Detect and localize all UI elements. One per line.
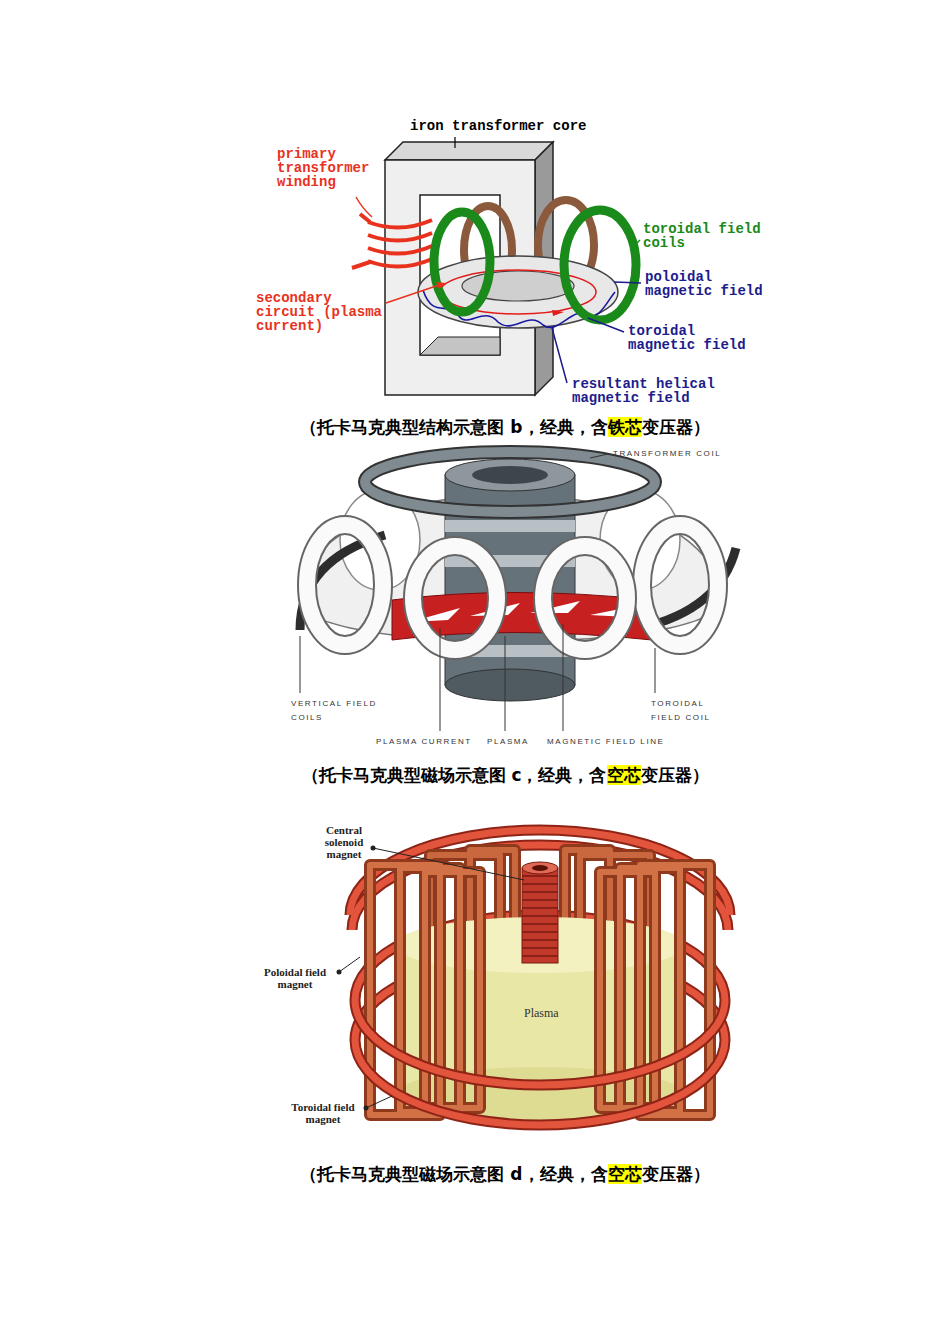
current-arrowhead [552, 310, 564, 316]
toroidal-field-coil [413, 546, 497, 650]
part-label: toroidal field coils [643, 222, 765, 250]
part-label: resultant helical magnetic field [572, 377, 722, 405]
leader-line [630, 240, 640, 250]
transformer-coil-front [365, 482, 655, 512]
leader-line [588, 318, 624, 332]
column-band [445, 520, 575, 532]
caption-text: （托卡马克典型结构示意图 b，经典，含 [300, 417, 607, 437]
toroidal-field-coil [543, 546, 627, 650]
caption-text: （托卡马克典型磁场示意图 c，经典，含 [302, 765, 607, 785]
figure-c [300, 452, 736, 731]
toroidal-coils-side [370, 865, 710, 1115]
toroidal-field-coil [642, 525, 718, 645]
current-arrows [410, 601, 640, 622]
leader-line [552, 328, 567, 383]
poloidal-ring-front [355, 1000, 725, 1125]
part-label: PLASMA CURRENT [376, 735, 472, 749]
toroidal-field-coil [413, 546, 497, 650]
part-label: Toroidal field magnet [278, 1101, 368, 1125]
figure-b [352, 137, 641, 395]
primary-winding [352, 214, 432, 268]
caption-text: （托卡马克典型磁场示意图 d，经典，含 [300, 1164, 607, 1184]
toroidal-field-coil [564, 210, 636, 320]
column-hole [472, 466, 548, 484]
part-label: PLASMA [487, 735, 529, 749]
part-label: VERTICAL FIELD COILS [291, 697, 403, 725]
part-label: Central solenoid magnet [313, 824, 375, 860]
iron-core-top [385, 142, 553, 160]
part-label: Poloidal field magnet [250, 966, 340, 990]
caption-text: 变压器） [642, 417, 710, 437]
central-solenoid [522, 868, 558, 963]
solenoid-top [522, 862, 558, 874]
leader-lines [300, 454, 655, 731]
part-label: iron transformer core [410, 119, 586, 133]
caption-text: 变压器） [641, 765, 709, 785]
leader-dot [337, 970, 342, 975]
caption-row: （托卡马克典型磁场示意图 d，经典，含空芯变压器） [60, 1163, 950, 1186]
caption-highlight: 铁芯 [608, 417, 642, 437]
toroidal-coils-side [370, 865, 710, 1115]
toroidal-field-coil [543, 546, 627, 650]
leader-line [454, 137, 455, 148]
caption-text: 变压器） [642, 1164, 710, 1184]
column-top [445, 459, 575, 491]
column-bottom [445, 669, 575, 701]
leader-arrowhead [436, 282, 446, 289]
poloidal-ring-front [355, 1000, 725, 1125]
leader-line [386, 284, 442, 303]
part-label: TRANSFORMER COIL [613, 447, 721, 461]
caption-highlight: 空芯 [607, 765, 641, 785]
leader-lines [339, 848, 524, 1108]
solenoid-hole [532, 865, 548, 871]
figure-d [337, 830, 731, 1125]
caption-row: （托卡马克典型结构示意图 b，经典，含铁芯变压器） [60, 416, 950, 439]
toroidal-field-coil [642, 525, 718, 645]
part-label: primary transformer winding [277, 147, 377, 189]
transformer-coil-front [365, 482, 655, 512]
leader-line [356, 197, 372, 217]
toroidal-field-coil [307, 525, 383, 645]
part-label: toroidal magnetic field [628, 324, 750, 352]
part-label: TOROIDAL FIELD COIL [651, 697, 733, 725]
leader-dot [371, 846, 376, 851]
toroidal-field-coil [307, 525, 383, 645]
part-label: Plasma [524, 1006, 559, 1021]
toroidal-field-coil [434, 212, 490, 312]
part-label: poloidal magnetic field [645, 270, 767, 298]
part-label: MAGNETIC FIELD LINE [547, 735, 665, 749]
iron-core-inner [420, 337, 500, 355]
leader-dot [364, 1106, 369, 1111]
solenoid-turns [522, 876, 558, 956]
caption-highlight: 空芯 [608, 1164, 642, 1184]
part-label: secondary circuit (plasma current) [256, 291, 388, 333]
caption-row: （托卡马克典型磁场示意图 c，经典，含空芯变压器） [60, 764, 950, 787]
leader-line [614, 282, 641, 283]
